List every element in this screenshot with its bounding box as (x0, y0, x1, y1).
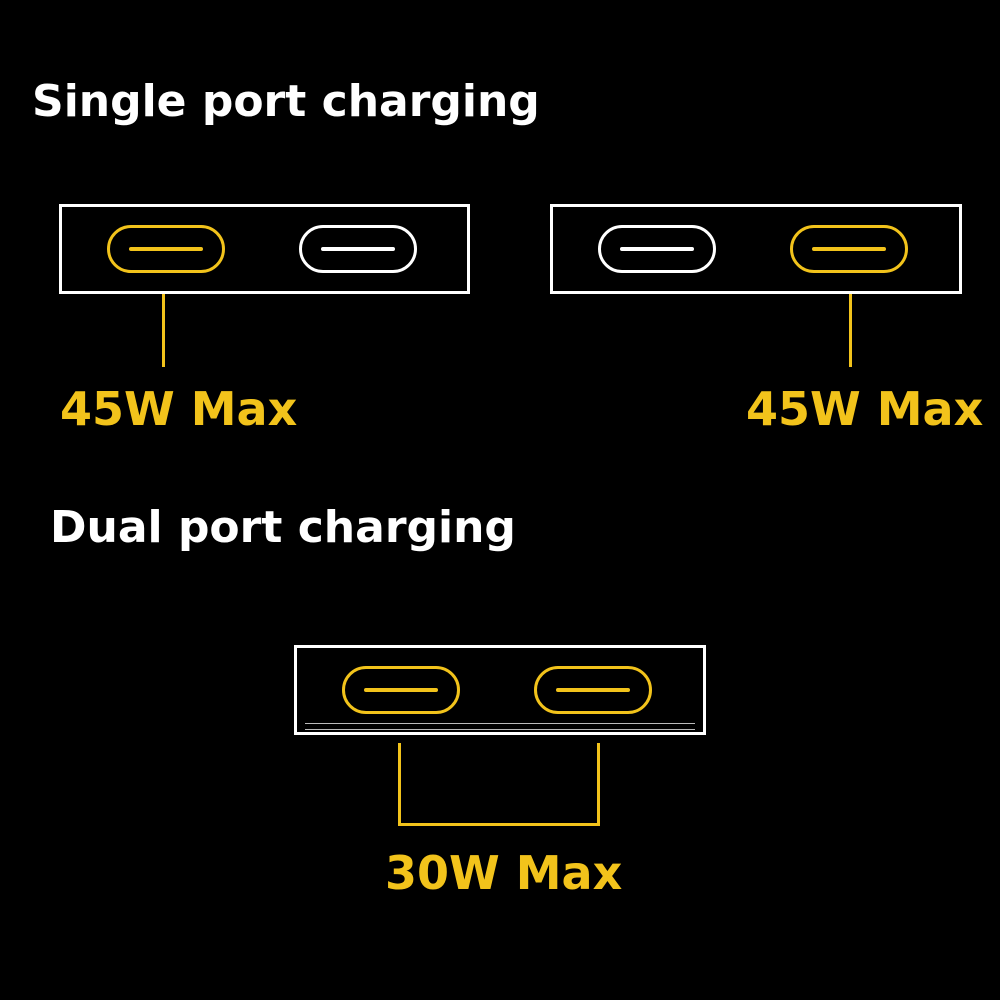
dual-port-heading: Dual port charging (50, 502, 516, 553)
dual-port-panel (294, 645, 706, 735)
left-port-connector-line (162, 294, 165, 367)
panel-bottom-edge (305, 723, 695, 730)
dual-bracket-right-line (597, 743, 600, 826)
usb-c-port-icon (534, 666, 652, 714)
usb-c-port-icon (107, 225, 225, 273)
single-port-left-panel (59, 204, 470, 294)
dual-bracket-bottom-line (398, 823, 600, 826)
single-port-heading: Single port charging (32, 76, 540, 127)
usb-c-port-icon (299, 225, 417, 273)
left-port-wattage-label: 45W Max (60, 382, 298, 436)
right-port-connector-line (849, 294, 852, 367)
usb-c-port-icon (598, 225, 716, 273)
usb-c-port-icon (790, 225, 908, 273)
single-port-right-panel (550, 204, 962, 294)
dual-port-wattage-label: 30W Max (385, 846, 623, 900)
dual-bracket-left-line (398, 743, 401, 826)
right-port-wattage-label: 45W Max (746, 382, 984, 436)
usb-c-port-icon (342, 666, 460, 714)
